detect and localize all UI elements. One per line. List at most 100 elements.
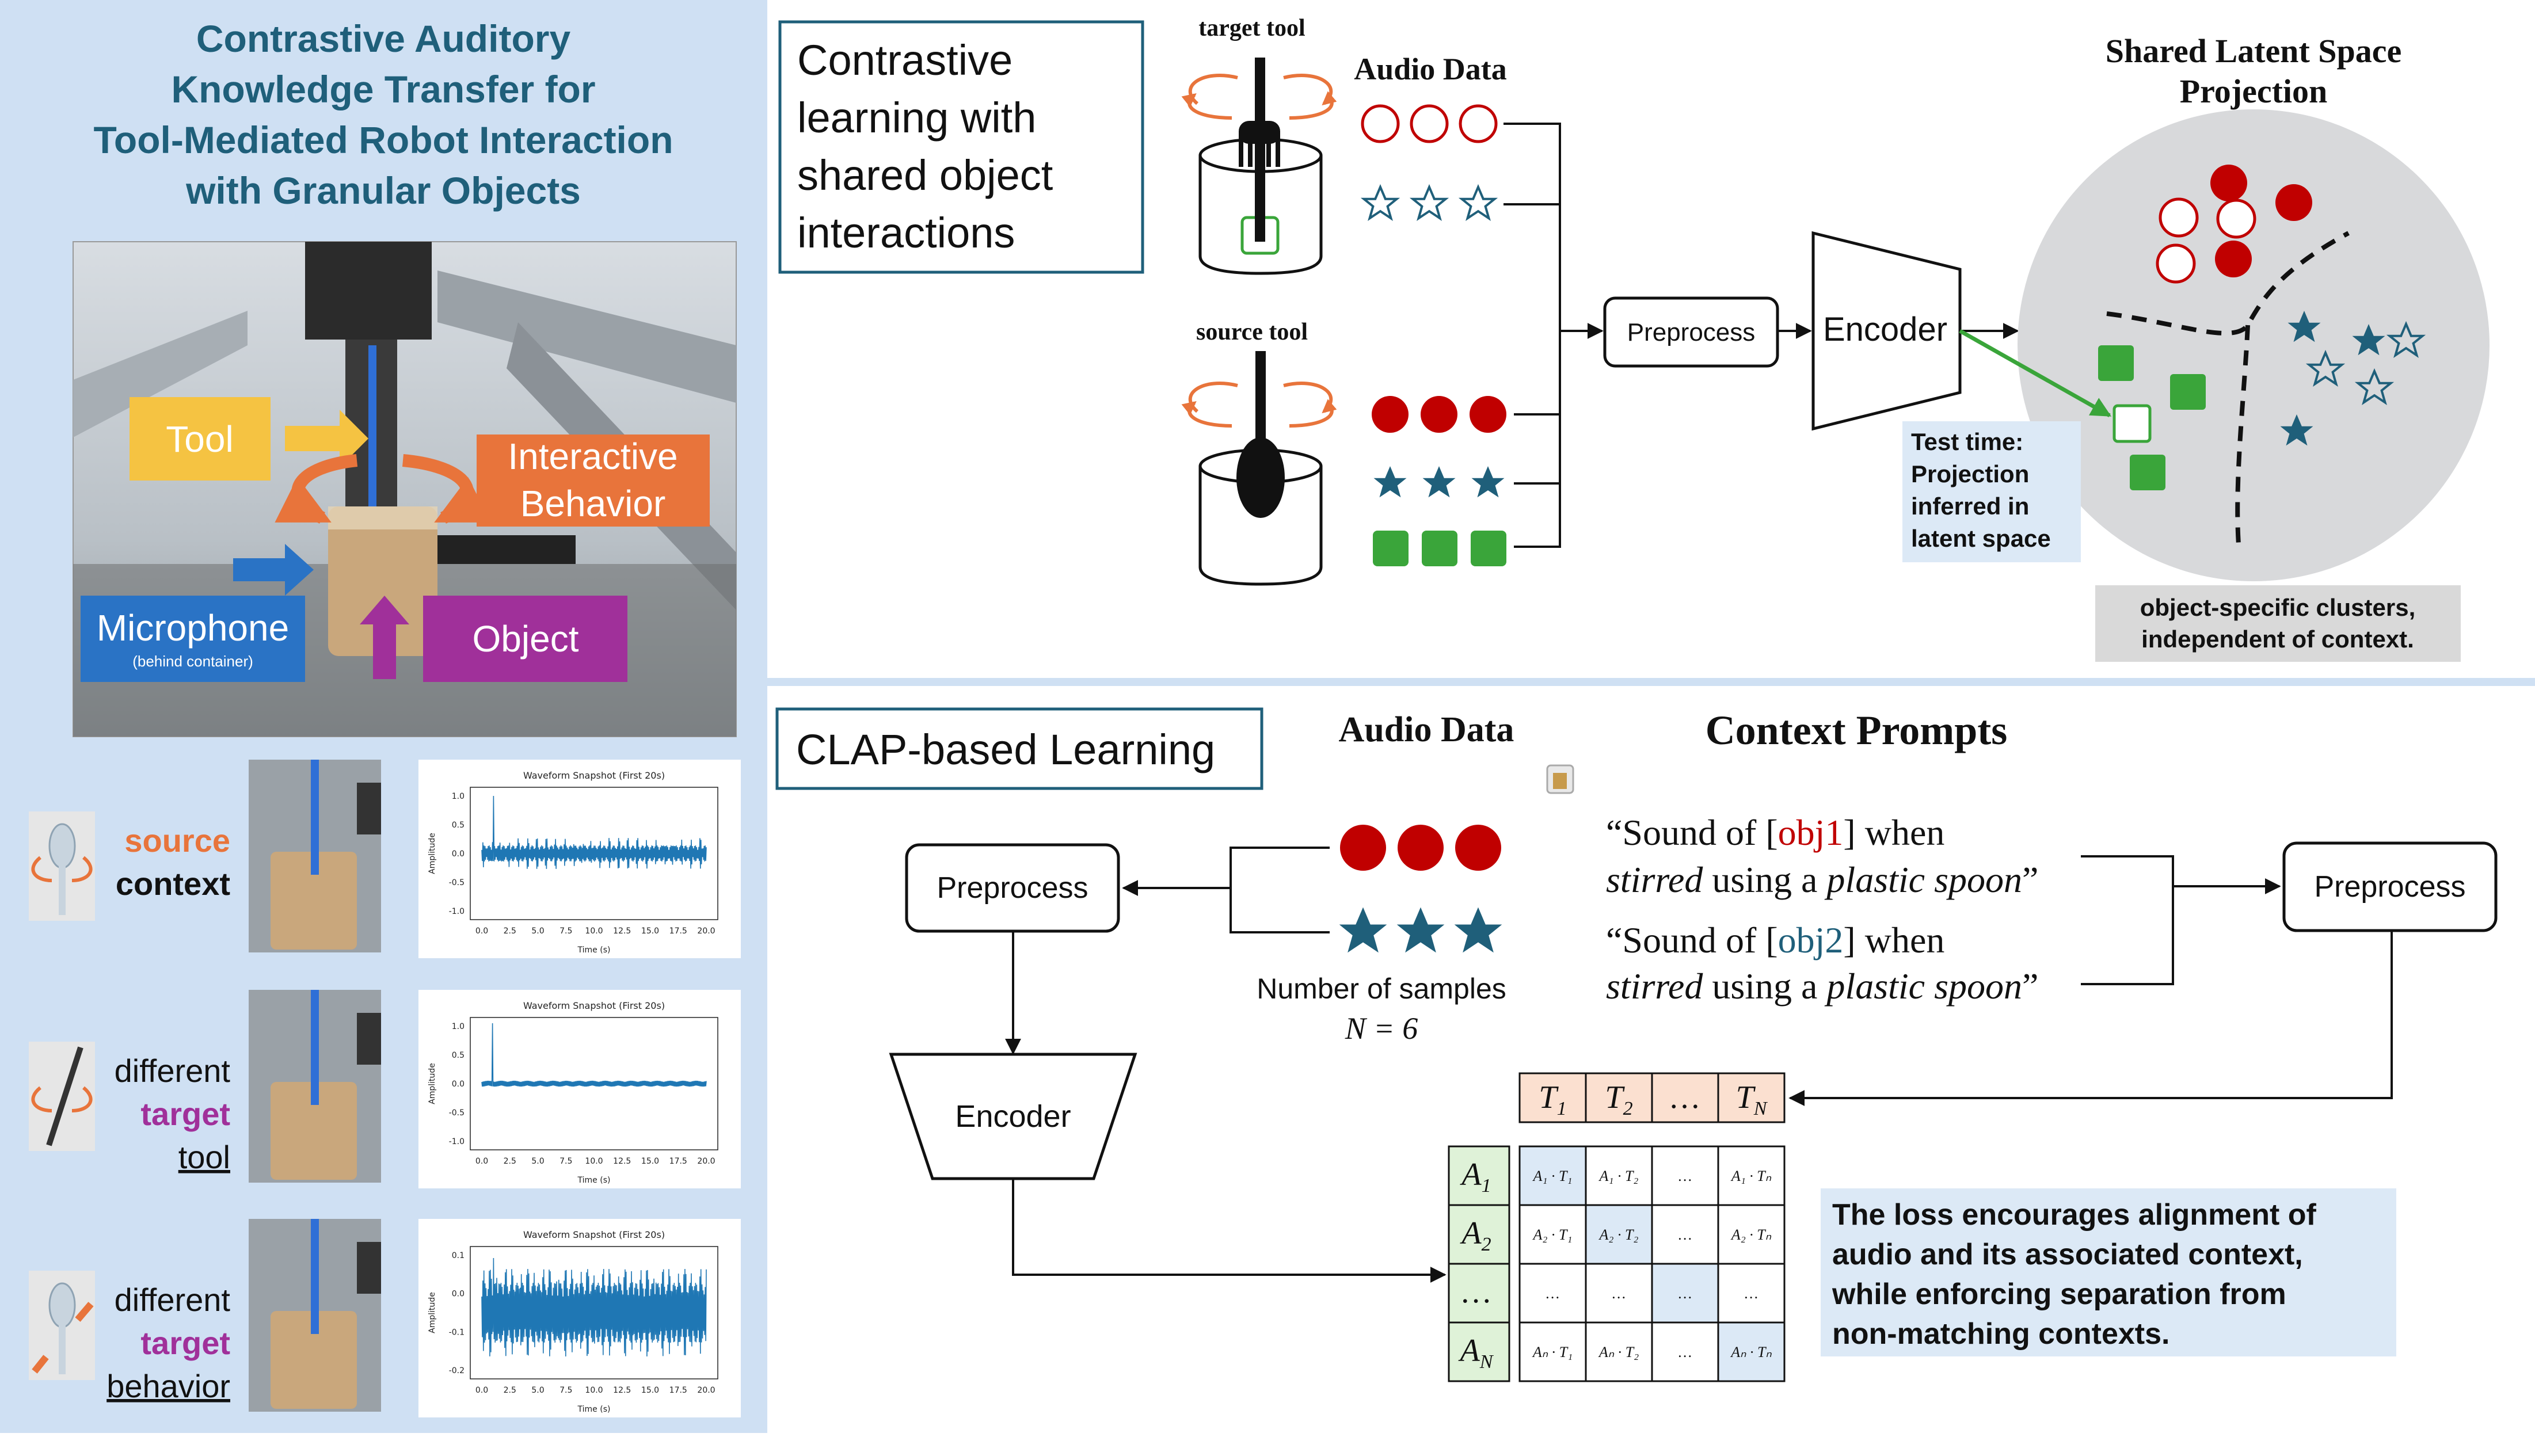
context-label-line1: different bbox=[115, 1282, 231, 1318]
waveform-xtick: 12.5 bbox=[613, 1386, 631, 1395]
svg-text:object-specific clusters,: object-specific clusters, bbox=[2140, 594, 2416, 621]
waveform-xlabel: Time (s) bbox=[577, 1176, 611, 1185]
waveform-title: Waveform Snapshot (First 20s) bbox=[523, 770, 665, 781]
text-embedding-header-cell bbox=[1518, 1072, 1587, 1123]
green-filled-square bbox=[1373, 531, 1409, 566]
top-encoder-trapezoid: Encoder bbox=[1811, 231, 1962, 431]
svg-text:inferred in: inferred in bbox=[1911, 493, 2029, 520]
context-label-line2: context bbox=[116, 866, 230, 902]
behavior-label-box bbox=[477, 434, 710, 527]
red-hollow-circle bbox=[1459, 104, 1498, 143]
container-image bbox=[271, 852, 357, 950]
similarity-cell-label: A₂ · T₁ bbox=[1532, 1226, 1573, 1243]
bottom-audio-data-label: Audio Data bbox=[1339, 710, 1514, 749]
source-tool-label: source tool bbox=[1196, 319, 1308, 345]
microphone-note: (behind container) bbox=[132, 653, 253, 670]
waveform-xtick: 12.5 bbox=[613, 1157, 631, 1166]
similarity-cell bbox=[1518, 1263, 1587, 1324]
svg-text:Projection: Projection bbox=[1911, 460, 2029, 487]
top-heading-line-1: Contrastive bbox=[797, 36, 1013, 84]
waveform-xtick: 2.5 bbox=[504, 1386, 516, 1395]
waveform-xlabel: Time (s) bbox=[577, 946, 611, 955]
waveform-xtick: 2.5 bbox=[504, 927, 516, 936]
waveform-xtick: 7.5 bbox=[559, 927, 572, 936]
plastic-spoon-icon bbox=[48, 1282, 76, 1328]
behavior-label-line2: Behavior bbox=[520, 483, 666, 524]
behavior-arrow-icon bbox=[32, 1355, 49, 1374]
waveform-xtick: 0.0 bbox=[475, 927, 488, 936]
teal-hollow-star bbox=[1362, 186, 1398, 220]
teal-filled-star bbox=[1373, 466, 1407, 498]
top-heading-line-3: shared object bbox=[797, 151, 1053, 199]
tool-label: Tool bbox=[166, 418, 233, 460]
svg-text:Test time:: Test time: bbox=[1911, 428, 2023, 455]
svg-text:Preprocess: Preprocess bbox=[2315, 870, 2466, 904]
waveform-xtick: 17.5 bbox=[669, 927, 687, 936]
loss-explanation-box: The loss encourages alignment of audio a… bbox=[1821, 1188, 2396, 1356]
robot-light bbox=[311, 760, 319, 875]
teal-hollow-star bbox=[1460, 186, 1496, 220]
context-prompts-label: Context Prompts bbox=[1706, 707, 2008, 753]
svg-text:“Sound of [obj2] when: “Sound of [obj2] when bbox=[1606, 920, 1944, 960]
waveform-plot-axes bbox=[470, 1246, 718, 1379]
waveform-ytick: -0.1 bbox=[449, 1328, 465, 1337]
context-label-line3: behavior bbox=[106, 1368, 230, 1404]
waveform-title: Waveform Snapshot (First 20s) bbox=[523, 1229, 665, 1240]
waveform-xtick: 10.0 bbox=[585, 927, 603, 936]
waveform-ytick: 0.5 bbox=[452, 821, 465, 830]
tool-arrow bbox=[285, 410, 368, 467]
plastic-spoon-icon bbox=[48, 823, 76, 869]
waveform-xtick: 10.0 bbox=[585, 1157, 603, 1166]
spoon-in-cup-icon bbox=[1181, 351, 1337, 586]
waveform-xtick: 20.0 bbox=[697, 1386, 715, 1395]
svg-text:“Sound of [obj1] when: “Sound of [obj1] when bbox=[1606, 812, 1944, 853]
waveform-ytick: 1.0 bbox=[452, 1022, 465, 1031]
waveform-xtick: 7.5 bbox=[559, 1386, 572, 1395]
red-filled-circle bbox=[1340, 825, 1386, 871]
prompt-1: “Sound of [obj1] when stirred using a pl… bbox=[1606, 812, 2038, 900]
similarity-cell-label: … bbox=[1745, 1285, 1758, 1302]
waveform-ytick: -1.0 bbox=[449, 907, 465, 916]
context-label-line1: source bbox=[124, 822, 230, 859]
teal-filled-star bbox=[1339, 907, 1387, 953]
rotate-arrow-icon bbox=[31, 1086, 52, 1112]
top-heading-line-2: learning with bbox=[797, 94, 1036, 142]
gripper-image bbox=[357, 1013, 381, 1065]
latent-space-circle bbox=[2018, 109, 2490, 581]
container-image bbox=[271, 1311, 357, 1409]
similarity-cell bbox=[1651, 1145, 1719, 1206]
svg-text:The loss encourages alignment: The loss encourages alignment of bbox=[1832, 1198, 2317, 1232]
red-hollow-circle bbox=[1410, 104, 1449, 143]
left-panel-title: Contrastive Auditory Knowledge Transfer … bbox=[93, 17, 673, 212]
waveform-xtick: 15.0 bbox=[641, 1157, 659, 1166]
horizontal-divider bbox=[767, 678, 2535, 686]
container-image bbox=[271, 1082, 357, 1180]
similarity-cell-label: … bbox=[1546, 1285, 1559, 1302]
svg-text:Preprocess: Preprocess bbox=[937, 871, 1088, 905]
similarity-cell bbox=[1717, 1145, 1786, 1206]
top-audio-symbols bbox=[1361, 104, 1506, 566]
waveform-plot-background bbox=[418, 990, 741, 1188]
waveform-ylabel: Amplitude bbox=[428, 1063, 437, 1104]
similarity-cell-label: … bbox=[1612, 1285, 1626, 1302]
similarity-cell-label: A₂ · Tₙ bbox=[1730, 1226, 1772, 1243]
samples-label: Number of samples bbox=[1257, 973, 1506, 1005]
waveform-xtick: 15.0 bbox=[641, 1386, 659, 1395]
bottom-audio-symbols bbox=[1339, 825, 1502, 953]
object-label: Object bbox=[473, 618, 579, 660]
audio-embedding-header-cell bbox=[1448, 1145, 1510, 1206]
green-filled-square bbox=[1422, 531, 1457, 566]
gripper-image bbox=[357, 783, 381, 834]
svg-text:CLAP-based Learning: CLAP-based Learning bbox=[796, 726, 1215, 773]
text-embedding-header-cell bbox=[1651, 1072, 1719, 1123]
svg-text:stirred using a plastic spoon”: stirred using a plastic spoon” bbox=[1606, 966, 2038, 1007]
context-label-line1: different bbox=[115, 1053, 231, 1089]
fork-in-cup-icon bbox=[1181, 58, 1337, 275]
svg-text:independent of context.: independent of context. bbox=[2141, 626, 2414, 653]
test-time-box: Test time: Projection inferred in latent… bbox=[1902, 421, 2081, 562]
teal-filled-star bbox=[1471, 466, 1505, 498]
waveform-ytick: 0.0 bbox=[452, 1080, 465, 1089]
